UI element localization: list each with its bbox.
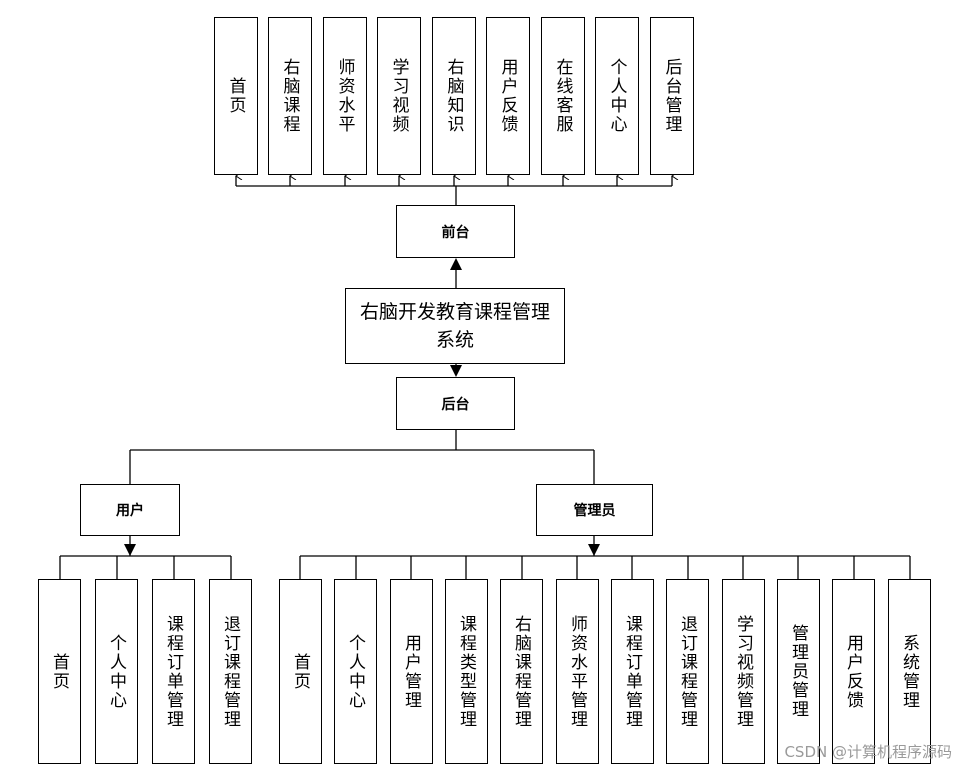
root-node: 右脑开发教育课程管理系统 — [345, 288, 565, 364]
admin-node: 管理员 — [536, 484, 653, 536]
frontend-item-support: 在线客服 — [541, 17, 585, 175]
admin-item-video-mgmt: 学习视频管理 — [722, 579, 765, 764]
admin-item-teacher-mgmt: 师资水平管理 — [556, 579, 599, 764]
frontend-item-home: 首页 — [214, 17, 258, 175]
frontend-item-feedback: 用户反馈 — [486, 17, 530, 175]
user-item-profile: 个人中心 — [95, 579, 138, 764]
frontend-node: 前台 — [396, 205, 515, 258]
admin-item-refund-mgmt: 退订课程管理 — [666, 579, 709, 764]
frontend-item-profile: 个人中心 — [595, 17, 639, 175]
admin-item-order-mgmt: 课程订单管理 — [611, 579, 654, 764]
admin-item-home: 首页 — [279, 579, 322, 764]
user-trunk-arrow — [124, 544, 136, 556]
admin-trunk-arrow — [588, 544, 600, 556]
backend-node: 后台 — [396, 377, 515, 430]
root-to-backend-arrow — [450, 365, 462, 377]
frontend-item-courses: 右脑课程 — [268, 17, 312, 175]
admin-item-admin-mgmt: 管理员管理 — [777, 579, 820, 764]
root-to-frontend-arrow — [450, 258, 462, 270]
admin-item-feedback: 用户反馈 — [832, 579, 875, 764]
admin-item-user-mgmt: 用户管理 — [390, 579, 433, 764]
frontend-item-videos: 学习视频 — [377, 17, 421, 175]
admin-item-system-mgmt: 系统管理 — [888, 579, 931, 764]
admin-item-profile: 个人中心 — [334, 579, 377, 764]
user-item-refunds: 退订课程管理 — [209, 579, 252, 764]
admin-item-course-mgmt: 右脑课程管理 — [500, 579, 543, 764]
frontend-item-teachers: 师资水平 — [323, 17, 367, 175]
admin-item-course-type-mgmt: 课程类型管理 — [445, 579, 488, 764]
frontend-item-admin: 后台管理 — [650, 17, 694, 175]
user-item-home: 首页 — [38, 579, 81, 764]
watermark: CSDN @计算机程序源码 — [784, 743, 952, 761]
user-item-course-orders: 课程订单管理 — [152, 579, 195, 764]
frontend-item-knowledge: 右脑知识 — [432, 17, 476, 175]
user-node: 用户 — [80, 484, 180, 536]
